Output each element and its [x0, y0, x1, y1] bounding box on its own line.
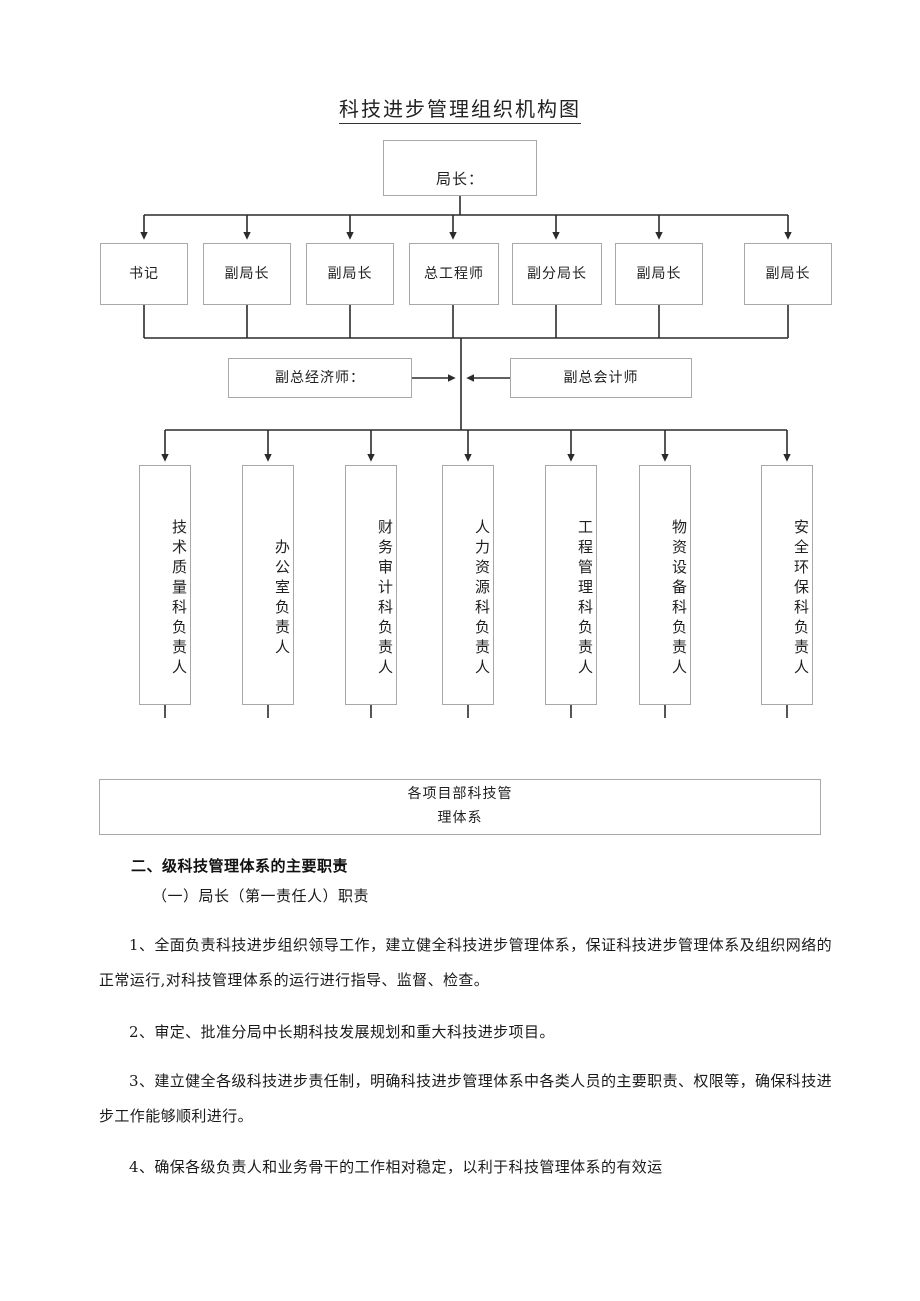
- org-node-deputy-accountant-label: 副总会计师: [563, 369, 639, 386]
- org-node-exec-4: 总工程师: [409, 243, 499, 305]
- org-node-footer-line1: 各项目部科技管: [407, 786, 513, 803]
- org-node-dept-6-label: 物资设备科负责人: [670, 519, 688, 679]
- paragraph-1: 1、全面负责科技进步组织领导工作，建立健全科技进步管理体系，保证科技进步管理体系…: [99, 936, 832, 990]
- org-chart: 局长： 书记 副局长 副局长 总工程师 副分局长 副局长 副局长 副总经济师： …: [99, 140, 832, 835]
- org-node-exec-5: 副分局长: [512, 243, 602, 305]
- org-node-exec-3-label: 副局长: [327, 265, 373, 282]
- org-node-dept-4: 人力资源科负责人: [442, 465, 494, 705]
- org-node-exec-2: 副局长: [203, 243, 291, 305]
- section-subheading: （一）局长（第一责任人）职责: [152, 887, 370, 905]
- org-node-dept-7-label: 安全环保科负责人: [792, 519, 810, 679]
- org-node-exec-2-label: 副局长: [224, 265, 270, 282]
- org-node-exec-7-label: 副局长: [765, 265, 811, 282]
- org-node-dept-4-label: 人力资源科负责人: [473, 519, 491, 679]
- org-node-exec-6: 副局长: [615, 243, 703, 305]
- org-node-dept-6: 物资设备科负责人: [639, 465, 691, 705]
- page-title-text: 科技进步管理组织机构图: [339, 97, 581, 124]
- org-node-dept-3-label: 财务审计科负责人: [376, 519, 394, 679]
- org-node-exec-7: 副局长: [744, 243, 832, 305]
- org-node-dept-2-label: 办公室负责人: [273, 539, 291, 659]
- org-node-dept-1: 技术质量科负责人: [139, 465, 191, 705]
- org-node-root-label: 局长：: [435, 169, 484, 188]
- page-title: 科技进步管理组织机构图: [0, 93, 920, 124]
- paragraph-3: 3、建立健全各级科技进步责任制，明确科技进步管理体系中各类人员的主要职责、权限等…: [99, 1071, 832, 1125]
- org-chart-connectors: [140, 196, 792, 718]
- org-node-exec-1: 书记: [100, 243, 188, 305]
- org-node-deputy-economist: 副总经济师：: [228, 358, 412, 398]
- org-node-deputy-economist-label: 副总经济师：: [275, 369, 365, 386]
- org-node-dept-3: 财务审计科负责人: [345, 465, 397, 705]
- org-node-footer-line2: 理体系: [437, 810, 483, 826]
- org-node-dept-1-label: 技术质量科负责人: [170, 519, 188, 679]
- org-node-exec-3: 副局长: [306, 243, 394, 305]
- org-node-footer: 各项目部科技管 理体系: [99, 779, 821, 835]
- org-node-dept-5: 工程管理科负责人: [545, 465, 597, 705]
- org-node-root: 局长：: [383, 140, 537, 196]
- org-node-exec-5-label: 副分局长: [527, 265, 587, 282]
- org-node-dept-2: 办公室负责人: [242, 465, 294, 705]
- org-node-dept-5-label: 工程管理科负责人: [576, 519, 594, 679]
- org-node-exec-1-label: 书记: [129, 265, 159, 282]
- org-node-dept-7: 安全环保科负责人: [761, 465, 813, 705]
- body-content: 二、级科技管理体系的主要职责 （一）局长（第一责任人）职责 1、全面负责科技进步…: [0, 855, 920, 1202]
- org-node-deputy-accountant: 副总会计师: [510, 358, 692, 398]
- paragraph-4: 4、确保各级负责人和业务骨干的工作相对稳定，以利于科技管理体系的有效运: [129, 1158, 663, 1177]
- org-node-exec-6-label: 副局长: [636, 265, 682, 282]
- org-node-exec-4-label: 总工程师: [424, 265, 484, 282]
- paragraph-2: 2、审定、批准分局中长期科技发展规划和重大科技进步项目。: [129, 1022, 555, 1041]
- section-heading: 二、级科技管理体系的主要职责: [131, 857, 349, 875]
